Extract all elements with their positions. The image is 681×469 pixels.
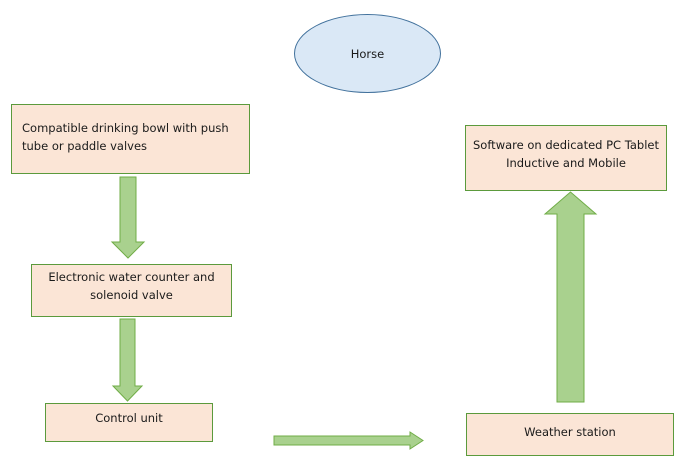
water-counter-node: Electronic water counter and solenoid va… [31,264,232,317]
software-label: Software on dedicated PC Tablet Inductiv… [473,138,659,170]
horse-label: Horse [350,46,385,61]
drinking-bowl-label: Compatible drinking bowl with push tube … [22,121,229,153]
arrow-bowl-to-counter [110,176,146,259]
arrow-counter-to-control [111,318,144,402]
arrow-control-to-weather [273,431,424,450]
weather-station-node: Weather station [466,413,674,456]
arrow-weather-to-software [543,191,598,403]
software-node: Software on dedicated PC Tablet Inductiv… [465,125,667,191]
water-counter-label: Electronic water counter and solenoid va… [48,270,215,302]
control-unit-label: Control unit [95,411,163,425]
control-unit-node: Control unit [45,403,213,442]
horse-node: Horse [294,14,441,93]
drinking-bowl-node: Compatible drinking bowl with push tube … [11,104,250,174]
weather-station-label: Weather station [524,425,616,439]
